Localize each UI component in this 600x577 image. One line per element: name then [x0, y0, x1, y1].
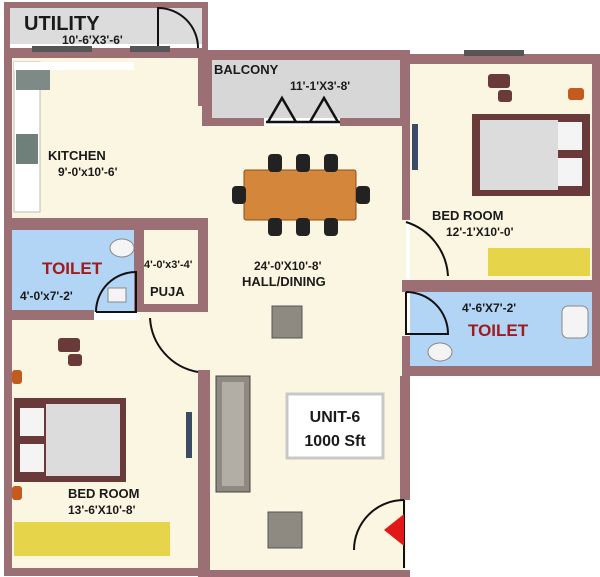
entrance-door: [353, 499, 405, 551]
toilet-left-name: TOILET: [42, 259, 103, 278]
walls: [4, 2, 600, 577]
wall: [4, 2, 10, 56]
armchair-icon: [271, 305, 303, 339]
sink-icon: [16, 134, 38, 164]
unit-label: UNIT-6: [310, 409, 361, 426]
balcony-floor: [210, 58, 402, 118]
windows: [32, 46, 524, 458]
unit-label-box: [285, 392, 385, 460]
wall: [4, 48, 208, 58]
wall: [198, 50, 208, 106]
wall: [402, 110, 410, 220]
bedroom-right-name: BED ROOM: [432, 208, 504, 223]
puja-door: [149, 317, 199, 373]
bedroom-left-name: BED ROOM: [68, 486, 140, 501]
window: [412, 124, 418, 170]
wall: [134, 218, 144, 312]
wall: [4, 310, 94, 320]
bed-icon: [472, 114, 590, 196]
wall: [202, 50, 410, 60]
wall: [402, 336, 410, 376]
puja-size: 4'-0'x3'-4': [144, 259, 193, 271]
dining-table: [232, 154, 370, 236]
window: [130, 46, 170, 52]
carpet-icon: [488, 248, 590, 276]
utility-floor: [8, 6, 202, 44]
wall: [142, 218, 208, 230]
toilet-right-size: 4'-6'X7'-2': [462, 301, 516, 315]
window: [186, 412, 192, 458]
wall: [4, 568, 210, 576]
wall: [402, 366, 600, 376]
hall-size: 24'-0'X10'-8': [254, 259, 322, 273]
toilet-left-size: 4'-0'x7'-2': [20, 289, 73, 303]
labels: UTILITY 10'-6'X3'-6' BALCONY 11'-1'X3'-8…: [20, 13, 529, 517]
desk-chair-icon: [12, 338, 82, 500]
bed-icon: [14, 398, 126, 482]
kitchen-size: 9'-0'x10'-6': [58, 165, 118, 179]
balcony-door: [266, 95, 340, 124]
hall-name: HALL/DINING: [242, 274, 326, 289]
bedroom-right-door: [405, 221, 449, 277]
wall: [592, 54, 600, 374]
kitchen-counter: [13, 61, 134, 213]
wall: [142, 304, 208, 312]
wall: [400, 376, 410, 500]
window: [32, 46, 92, 52]
utility-door: [157, 6, 199, 49]
wall: [202, 2, 208, 56]
chair-icon: [232, 154, 370, 236]
desk-chair-icon: [488, 74, 584, 102]
puja-name: PUJA: [150, 284, 185, 299]
wall: [4, 2, 208, 8]
unit-area: 1000 Sft: [304, 433, 366, 450]
puja-floor: [144, 230, 200, 306]
balcony-size: 11'-1'X3'-8': [290, 79, 350, 93]
armchair-icon: [267, 511, 303, 549]
wall: [400, 50, 410, 126]
utility-name: UTILITY: [24, 13, 100, 35]
carpet-icon: [14, 522, 170, 556]
wall: [340, 118, 410, 126]
wall: [198, 570, 410, 577]
wall: [402, 54, 598, 64]
toilet-fixture-icon: [107, 238, 589, 362]
wall: [4, 218, 142, 230]
kitchen-name: KITCHEN: [48, 148, 106, 163]
toilet-left-door: [95, 270, 137, 313]
entrance-marker: [384, 514, 404, 546]
utility-size: 10'-6'X3'-6': [62, 33, 123, 47]
toilet-right-name: TOILET: [468, 321, 529, 340]
wall: [198, 218, 208, 312]
wall: [198, 370, 210, 576]
toilet-right-door: [405, 291, 450, 335]
sofa-icon: [215, 375, 251, 493]
window: [464, 50, 524, 56]
wall: [202, 118, 264, 126]
bedroom-right-size: 12'-1'X10'-0': [446, 225, 514, 239]
balcony-name: BALCONY: [214, 62, 279, 77]
bedroom-left-size: 13'-6'X10'-8': [68, 503, 136, 517]
wall: [402, 280, 598, 292]
